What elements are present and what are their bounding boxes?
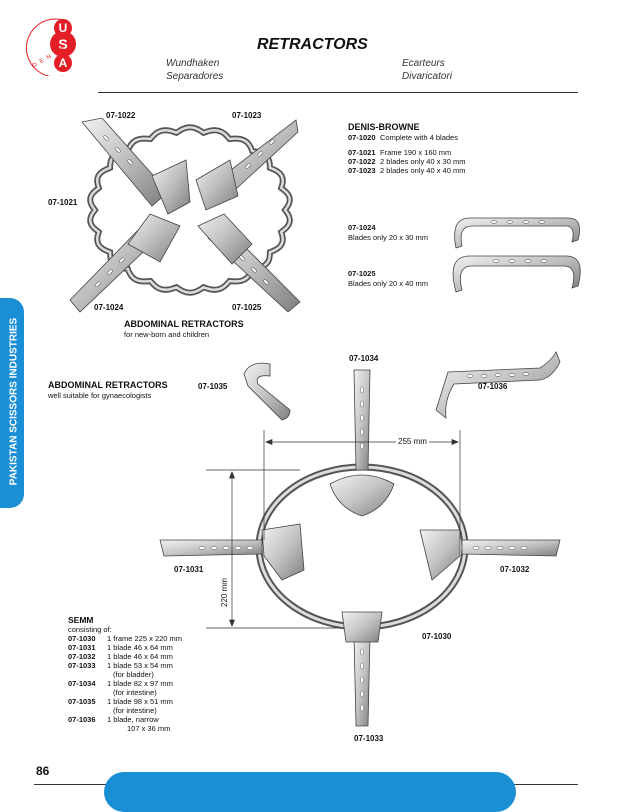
label-07-1033: 07-1033 — [354, 734, 384, 743]
fig2-title: ABDOMINAL RETRACTORS — [48, 380, 168, 390]
label-07-1034: 07-1034 — [349, 354, 379, 363]
spec-row: 107 x 36 mm — [127, 724, 171, 733]
lang-french: Ecarteurs — [402, 58, 445, 69]
lang-spanish: Separadores — [166, 71, 224, 82]
footer-bar — [104, 772, 516, 812]
label-07-1036: 07-1036 — [478, 382, 508, 391]
frame-ring-highlight — [89, 126, 291, 294]
frame-07-1021 — [87, 124, 293, 296]
label-07-1035: 07-1035 — [198, 382, 228, 391]
logo-circle-s — [50, 31, 76, 57]
logo-letter-a: A — [59, 56, 68, 70]
page-title: RETRACTORS — [257, 36, 368, 53]
fig2-subtitle: well suitable for gynaecologists — [48, 391, 152, 400]
header-rule — [98, 92, 578, 93]
blade1-code: 07-1024 — [348, 223, 376, 232]
label-07-1032: 07-1032 — [500, 565, 530, 574]
label-07-1031: 07-1031 — [174, 565, 204, 574]
semm-heading: SEMM — [68, 615, 94, 625]
side-tab-text: PAKISTAN SCISSORS INDUSTRIES — [8, 317, 20, 486]
label-07-1023: 07-1023 — [232, 111, 262, 120]
label-07-1024: 07-1024 — [94, 303, 124, 312]
label-07-1022: 07-1022 — [106, 111, 136, 120]
dimension-height-label: 220 mm — [219, 576, 229, 609]
dimension-width-label: 255 mm — [396, 437, 429, 446]
logo-letter-u: U — [59, 21, 68, 35]
spec-row: (for intestine) — [113, 688, 157, 697]
lang-italian: Divaricatori — [402, 71, 453, 82]
logo-graphic: U S A — [26, 18, 76, 76]
logo-letter-s: S — [58, 36, 67, 52]
side-tab — [0, 298, 24, 508]
fig1-title: ABDOMINAL RETRACTORS — [124, 319, 244, 329]
spec-row: (for bladder) — [113, 670, 154, 679]
frame-ring — [87, 124, 293, 296]
spec-row: (for intestine) — [113, 706, 157, 715]
blade-07-1025 — [452, 255, 581, 293]
logo-circle-a — [54, 54, 72, 72]
lang-german: Wundhaken — [166, 58, 220, 69]
blade2-desc: Blades only 20 x 40 mm — [348, 279, 429, 288]
blade2-code: 07-1025 — [348, 269, 376, 278]
fig1-subtitle: for new-born and children — [124, 330, 210, 339]
logo: U S A — [26, 14, 100, 76]
dimension-lines — [206, 430, 461, 629]
label-07-1030: 07-1030 — [422, 632, 452, 641]
denis-browne-heading: DENIS-BROWNE — [348, 122, 420, 132]
page-number: 86 — [36, 764, 50, 778]
blade1-desc: Blades only 20 x 30 mm — [348, 233, 429, 242]
semm-consisting: consisting of: — [68, 625, 112, 634]
blade-07-1024 — [454, 217, 581, 249]
label-07-1025: 07-1025 — [232, 303, 262, 312]
label-07-1021: 07-1021 — [48, 198, 78, 207]
frame-07-1030 — [255, 463, 469, 631]
